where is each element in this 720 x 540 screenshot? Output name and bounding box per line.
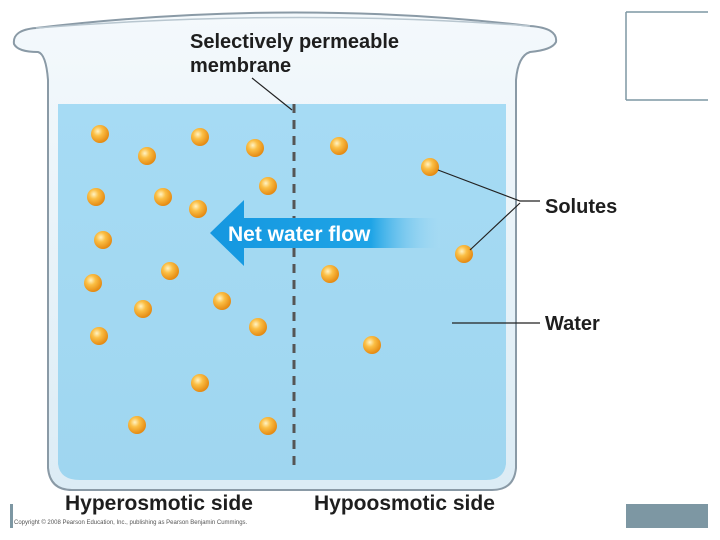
frame-left-tick [10,504,13,528]
hyperosmotic-side-label: Hyperosmotic side [65,492,253,515]
beaker-rim [35,16,531,29]
solutes-right [321,137,473,354]
solute-particle [213,292,231,310]
solutes-leader-top [437,169,540,202]
solute-particle [259,417,277,435]
solute-particle [321,265,339,283]
copyright-text: Copyright © 2008 Pearson Education, Inc.… [14,519,248,526]
solutes-leader-bottom [469,202,521,251]
solute-particle [91,125,109,143]
solute-particle [138,147,156,165]
solute-particle [90,327,108,345]
solute-particle [363,336,381,354]
solute-particle [249,318,267,336]
solute-particle [455,245,473,263]
solute-particle [330,137,348,155]
frame-block [626,504,708,528]
solute-particle [87,188,105,206]
water-label: Water [545,313,600,335]
hypoosmotic-side-label: Hypoosmotic side [314,492,495,515]
membrane-leader-line [251,77,293,111]
membrane-label-line2: membrane [190,55,291,77]
water-body [58,104,506,480]
solute-particle [191,128,209,146]
solutes-left [84,125,277,435]
membrane-label-line1: Selectively permeable [190,31,399,53]
net-water-flow-label: Net water flow [228,223,371,246]
solute-particle [259,177,277,195]
solute-particle [246,139,264,157]
solute-particle [421,158,439,176]
solute-particle [134,300,152,318]
solute-particle [84,274,102,292]
solute-particle [189,200,207,218]
solute-particle [191,374,209,392]
solute-particle [161,262,179,280]
solute-particle [154,188,172,206]
solute-particle [128,416,146,434]
solute-particle [94,231,112,249]
net-water-flow-arrow [210,200,440,266]
solutes-label: Solutes [545,196,617,218]
